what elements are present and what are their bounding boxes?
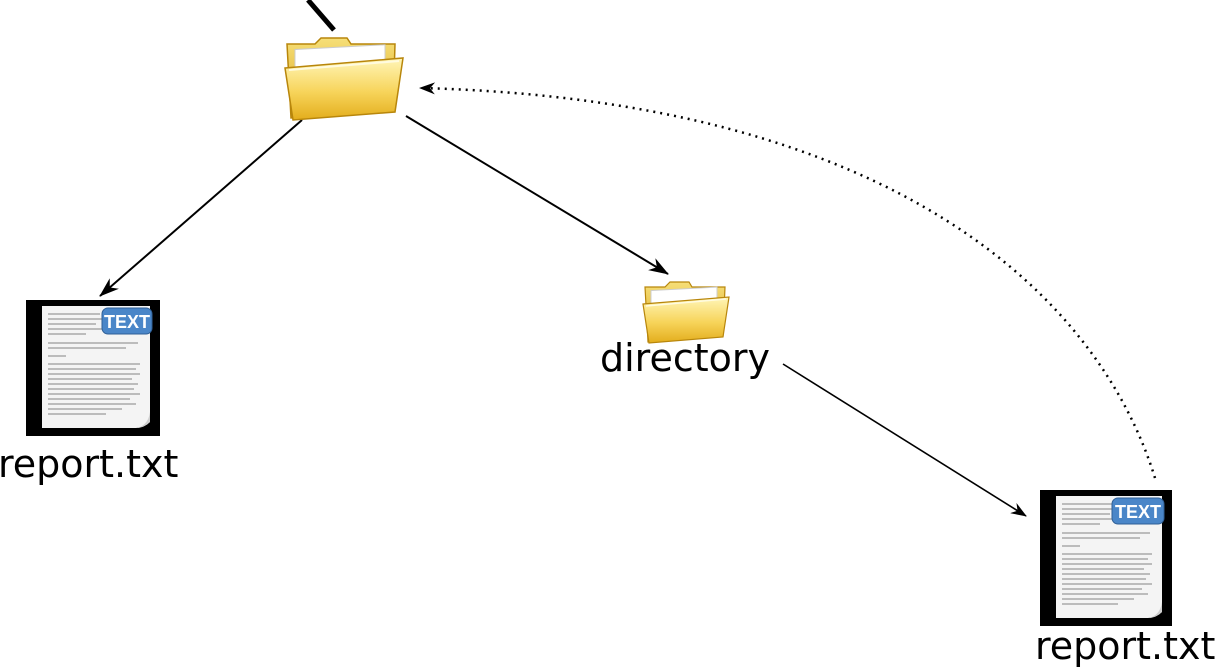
edge-subfolder-to-right-file [782,363,1027,517]
left-file-badge: TEXT [104,312,150,332]
root-folder-icon[interactable] [284,37,404,121]
subfolder-icon[interactable] [642,281,730,344]
edge-right-file-to-root-dotted [419,82,1157,479]
left-file-label[interactable]: report.txt [0,442,179,486]
left-file-icon[interactable]: TEXT [26,300,160,436]
right-file-icon[interactable]: TEXT [1040,490,1172,626]
right-file-label[interactable]: report.txt [1035,624,1216,668]
subfolder-label[interactable]: directory [600,336,770,380]
edge-root-to-left-file [99,119,303,297]
edge-root-to-subfolder [405,115,669,275]
incoming-edge [306,0,336,32]
right-file-badge: TEXT [1115,502,1161,522]
